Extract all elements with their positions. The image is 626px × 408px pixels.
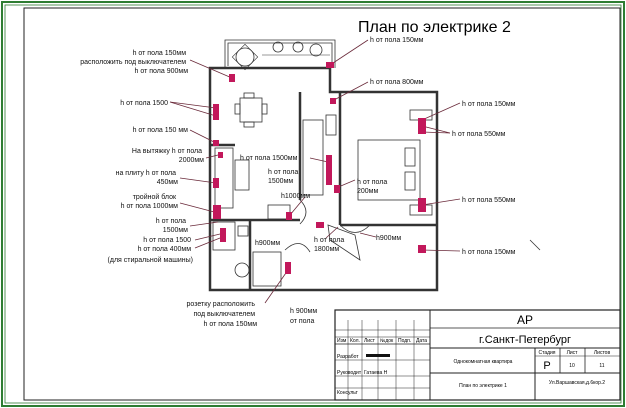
annotation-text: h 900мм от пола xyxy=(290,308,319,325)
stamp-col-header: Кол. xyxy=(350,338,360,344)
stamp-col-header: №док xyxy=(380,338,394,344)
stamp-project: АР xyxy=(517,313,533,327)
balcony-furniture xyxy=(231,41,330,71)
stamp-role: Консульт xyxy=(337,390,358,396)
door-swing xyxy=(299,199,307,225)
stamp-role: Разработ xyxy=(337,354,359,360)
stamp-stage: Р xyxy=(543,360,550,372)
annotation-text: h от пола 800мм xyxy=(370,79,424,86)
socket-mark xyxy=(213,205,221,219)
annotations: h от пола 150мм расположить под выключат… xyxy=(80,37,515,328)
stamp-object: Однокомнатная квартира xyxy=(454,359,513,365)
balcony-outline xyxy=(224,39,336,68)
wardrobe xyxy=(302,119,324,196)
annotation-text: h1000мм xyxy=(281,193,310,200)
socket-mark xyxy=(229,74,235,82)
shower xyxy=(252,251,282,287)
door-leaf xyxy=(325,114,337,136)
bed xyxy=(357,139,421,201)
pillow xyxy=(404,147,416,167)
chair xyxy=(234,103,241,115)
annotation-text: h от пола 550мм xyxy=(452,131,506,138)
drawing-frame xyxy=(23,7,621,401)
stamp-stage-header: Стадия xyxy=(538,350,555,356)
socket-mark xyxy=(316,222,324,228)
socket-mark xyxy=(213,104,219,120)
chair xyxy=(243,92,255,99)
leader-lines xyxy=(169,39,461,304)
stove xyxy=(234,159,250,191)
socket-mark xyxy=(330,98,336,104)
socket-mark xyxy=(326,155,332,185)
annotation-text: тройной блок h от пола 1000мм xyxy=(121,193,179,210)
annotation-text: h от пола 200мм xyxy=(357,179,389,195)
annotation-text: h от пола 1500мм xyxy=(268,169,300,185)
sink xyxy=(237,225,249,237)
chair xyxy=(261,103,268,115)
socket-mark xyxy=(418,245,426,253)
signature xyxy=(366,354,390,357)
annotation-text: h900мм xyxy=(376,235,401,242)
stamp-sheet: 10 xyxy=(569,363,575,369)
socket-mark xyxy=(326,62,334,68)
socket-mark xyxy=(213,140,219,146)
stamp-col-header: Дата xyxy=(416,338,427,344)
stamp-sheets: 11 xyxy=(599,363,604,369)
annotation-text: h от пола 1500мм xyxy=(240,155,298,162)
annotation-text: h от пола 1500мм xyxy=(156,218,188,234)
annotation-text: h от пола 1500 xyxy=(120,100,168,107)
annotation-text: h от пола 150мм xyxy=(462,101,516,108)
annotation-text: h от пола 1800мм xyxy=(314,237,346,253)
stamp-col-header: Подп. xyxy=(398,338,411,344)
annotation-text: h от пола 150 мм xyxy=(133,127,189,134)
socket-mark xyxy=(213,178,219,188)
title-block: Изм Кол. Лист №док Подп. Дата Разработ Р… xyxy=(334,309,621,401)
annotation-text: На вытяжку h от пола 2000мм xyxy=(132,148,204,164)
stamp-address: Ул.Варшавская,д.6кор.2 xyxy=(549,380,605,386)
sheet-inner-frame xyxy=(4,4,622,404)
stamp-col-header: Изм xyxy=(337,338,347,344)
balcony-inner xyxy=(227,42,333,66)
stamp-drawing: План по электрике 1 xyxy=(459,383,507,389)
annotation-text: h от пола 150мм xyxy=(462,249,516,256)
annotation-text: h от пола 550мм xyxy=(462,197,516,204)
stamp-city: г.Санкт-Петербург xyxy=(479,334,571,346)
annotation-text: h от пола 1500 h от пола 400мм (для стир… xyxy=(108,237,193,264)
annotation-text: h от пола 150мм xyxy=(370,37,424,44)
stamp-sheet-header: Лист xyxy=(567,350,579,356)
socket-marks xyxy=(213,62,426,274)
door-swing xyxy=(339,224,371,233)
plan-title: План по электрике 2 xyxy=(358,19,511,36)
pillow xyxy=(404,171,416,191)
chair xyxy=(243,121,255,128)
annotation-text: h от пола 150мм расположить под выключат… xyxy=(80,50,188,75)
socket-mark xyxy=(218,152,223,158)
socket-mark xyxy=(286,212,292,220)
socket-mark xyxy=(418,198,426,212)
toilet xyxy=(234,262,250,278)
annotation-text: розетку расположить под выключателем h о… xyxy=(187,301,258,328)
stamp-col-header: Лист xyxy=(364,338,376,344)
stamp-role: Руководит xyxy=(337,370,362,376)
stamp-sheets-header: Листов xyxy=(594,350,611,356)
door-swing xyxy=(529,239,541,251)
socket-mark xyxy=(220,228,226,242)
annotation-text: на плиту h от пола 450мм xyxy=(116,170,179,186)
stamp-person: Гатаева Н xyxy=(364,370,388,376)
door-swing xyxy=(284,243,311,253)
socket-mark xyxy=(418,118,426,134)
annotation-text: h900мм xyxy=(255,240,280,247)
socket-mark xyxy=(334,185,340,193)
socket-mark xyxy=(285,262,291,274)
